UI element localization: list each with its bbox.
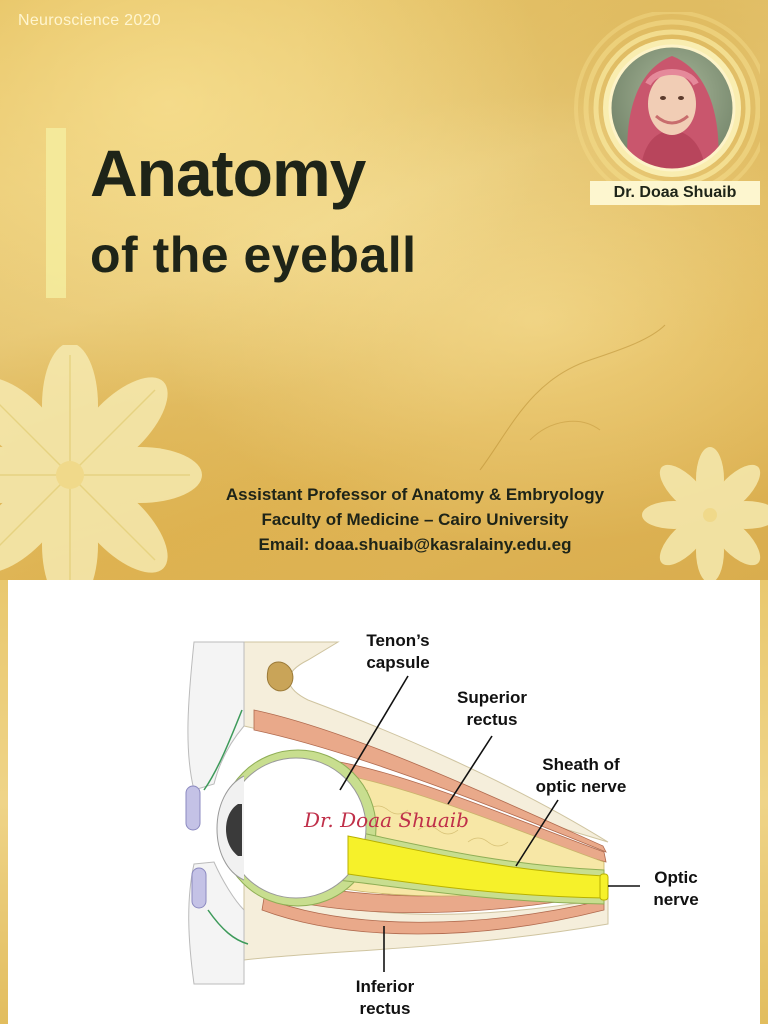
label-tenons-capsule: Tenon’s capsule [366,631,430,672]
levator-muscle [253,709,607,853]
decorative-flower-right [642,447,768,580]
slide-subtitle: of the eyeball [90,227,417,283]
label-optic-nerve: Optic nerve [653,868,699,909]
title-accent-bar [46,128,66,298]
iris [226,804,242,856]
conjunctiva-lower [207,909,249,945]
eyeball-diagram-slide: Dr. Doaa Shuaib Tenon’s capsule Superior… [8,580,760,1024]
author-watermark: Dr. Doaa Shuaib [304,808,469,832]
lecturer-name-badge: Dr. Doaa Shuaib [590,181,760,205]
affiliation-faculty: Faculty of Medicine – Cairo University [261,510,569,529]
decorative-flower-left [0,345,202,580]
leader-superior-rectus [447,735,493,805]
slide-title: Anatomy [90,136,366,210]
label-sheath-optic-nerve: Sheath of optic nerve [535,755,627,796]
affiliation-email: Email: doaa.shuaib@kasralainy.edu.eg [258,535,572,554]
upper-eyelid [187,641,245,791]
lower-tarsal-plate [191,867,207,909]
affiliation-block: Assistant Professor of Anatomy & Embryol… [180,482,650,557]
course-tag: Neuroscience 2020 [18,12,161,29]
eyeball-sagittal-diagram [185,641,640,985]
label-inferior-rectus: Inferior rectus [355,977,415,1018]
leader-tenons-capsule [339,675,409,791]
leader-sheath-optic-nerve [515,799,559,867]
upper-tarsal-plate [185,785,201,831]
affiliation-position: Assistant Professor of Anatomy & Embryol… [225,485,605,504]
conjunctiva-upper [203,709,243,791]
decorative-swirl [479,324,666,471]
inferior-oblique-muscle [261,897,605,935]
label-superior-rectus: Superior rectus [457,688,527,729]
title-slide: Neuroscience 2020 Anatomy of the eyeball [0,0,768,580]
frontal-sinus [266,661,294,692]
optic-nerve-cut-end [599,873,609,901]
